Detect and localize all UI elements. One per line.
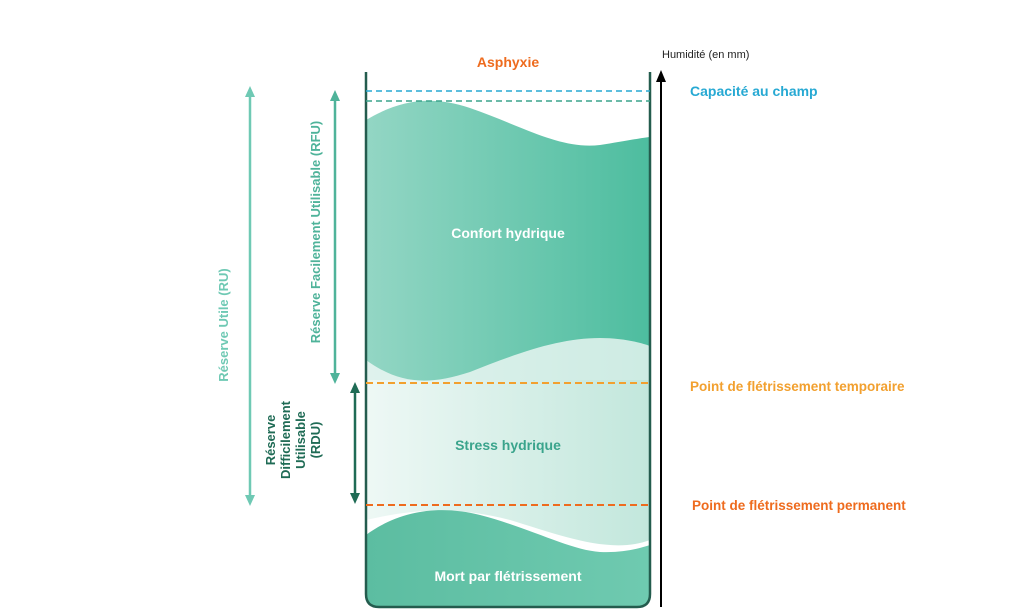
rfu-double-arrow-icon [330, 90, 340, 384]
axis-title: Humidité (en mm) [662, 49, 749, 61]
rdu-label-line-1: Réserve [263, 415, 278, 466]
stress-label: Stress hydrique [455, 437, 561, 453]
mort-label: Mort par flétrissement [434, 568, 581, 584]
transition-wave [366, 338, 650, 381]
rdu-double-arrow-icon [350, 382, 360, 504]
capacite-champ-label: Capacité au champ [690, 83, 818, 99]
fletrissement-temporaire-label: Point de flétrissement temporaire [690, 379, 905, 394]
ru-label: Réserve Utile (RU) [216, 268, 231, 381]
mort-zone [366, 510, 650, 607]
asphyxie-label: Asphyxie [477, 54, 539, 70]
tube-outline [364, 72, 652, 609]
rdu-label-line-4: (RDU) [308, 422, 323, 459]
rdu-label-line-3: Utilisable [293, 411, 308, 469]
rdu-label-line-2: Difficilement [278, 400, 293, 479]
fletrissement-permanent-label: Point de flétrissement permanent [692, 498, 906, 513]
tube-fill [366, 100, 650, 607]
rfu-label: Réserve Facilement Utilisable (RFU) [308, 121, 323, 344]
arrow-up-icon [656, 70, 666, 82]
comfort-zone [366, 100, 650, 381]
confort-label: Confort hydrique [451, 225, 565, 241]
ru-double-arrow-icon [245, 86, 255, 506]
rdu-label: Réserve Difficilement Utilisable (RDU) [263, 400, 323, 479]
